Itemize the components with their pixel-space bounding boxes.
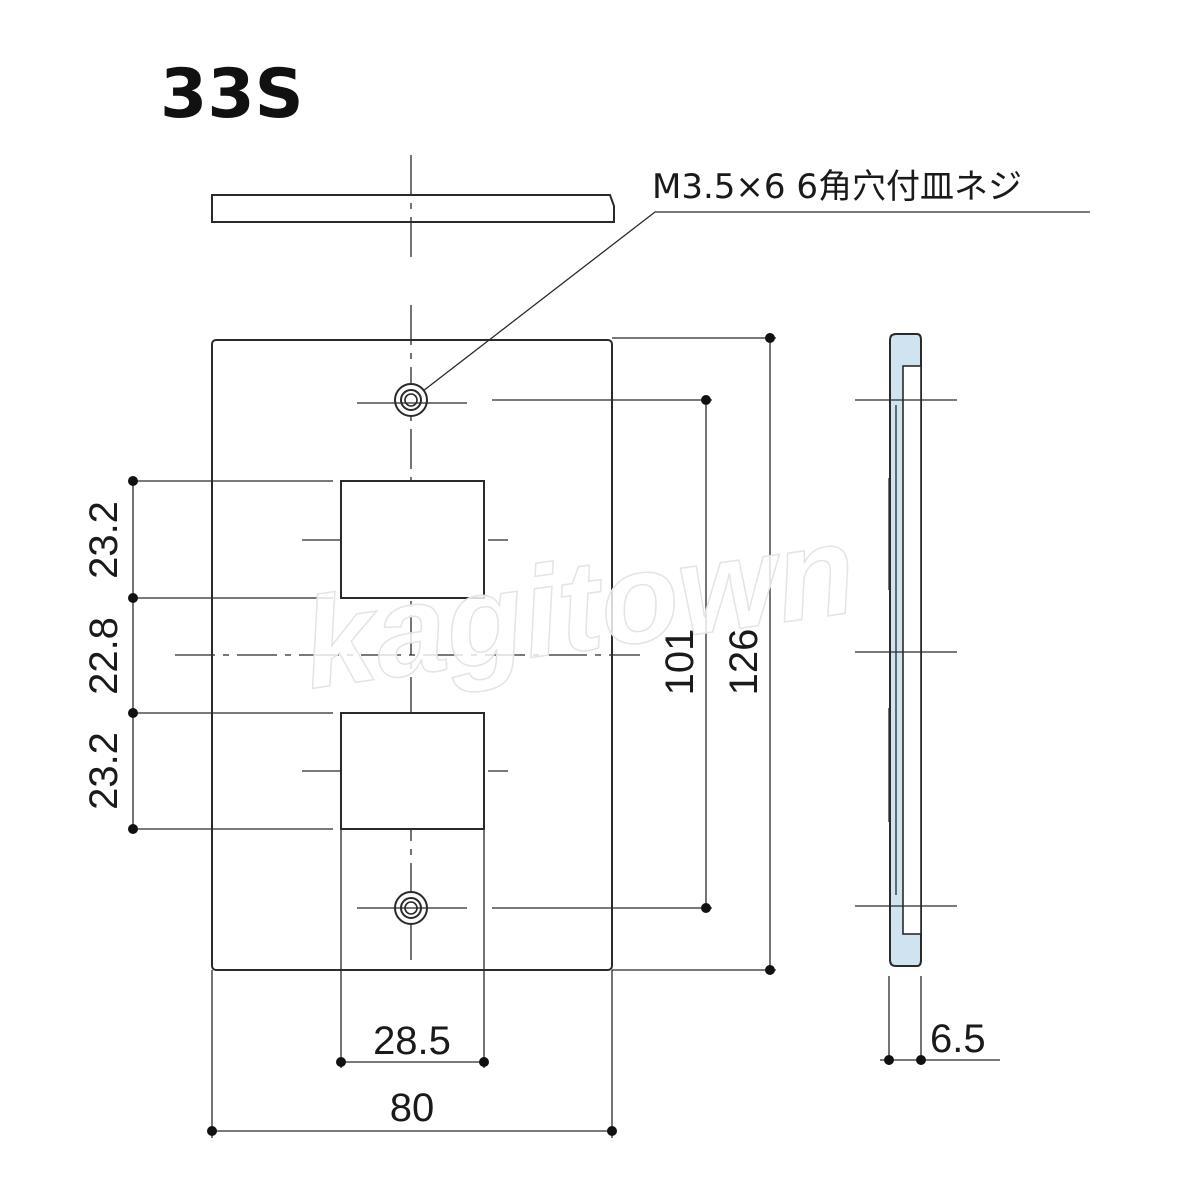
plate-width-dimension: [207, 970, 617, 1138]
dim-window-gap: 22.8: [82, 617, 126, 695]
dim-window-height-1: 23.2: [82, 501, 126, 579]
plate-height-dimension: [612, 333, 776, 975]
screw-hole-bottom: [357, 891, 467, 925]
window-1: [340, 480, 485, 599]
screw-pitch-dimension: [492, 395, 712, 913]
screw-callout-text: M3.5×6 6角穴付皿ネジ: [652, 167, 1022, 207]
dim-plate-thickness: 6.5: [930, 1017, 986, 1061]
model-title: 33S: [160, 55, 304, 134]
dim-plate-width: 80: [390, 1086, 435, 1130]
screw-hole-top: [357, 383, 467, 417]
side-view: [855, 333, 1000, 1065]
dim-window-height-2: 23.2: [82, 732, 126, 810]
window-2: [340, 712, 485, 830]
dim-window-width: 28.5: [373, 1019, 451, 1063]
dim-plate-height: 126: [722, 629, 766, 696]
window-width-dimension: [336, 829, 489, 1068]
screw-callout-leader: [422, 211, 1090, 392]
side-inner-recess: [902, 365, 922, 935]
left-dimension-chain: [128, 476, 333, 834]
top-view-plate: [211, 194, 615, 223]
dim-screw-pitch: 101: [658, 629, 702, 696]
